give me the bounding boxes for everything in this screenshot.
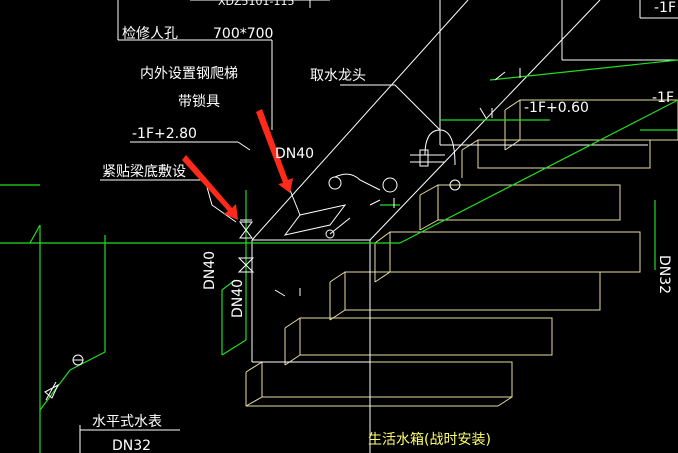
valve-riser[interactable]: [237, 219, 255, 273]
red-arrow-lower: [182, 155, 238, 220]
label-manhole-size: 700*700: [213, 26, 273, 42]
gate-valves[interactable]: [274, 68, 521, 297]
text-labels: XDZ5101-115 检修人孔 700*700 内外设置钢爬梯 带锁具 -1F…: [92, 0, 676, 453]
label-meter-dn: DN32: [112, 438, 151, 453]
piping: [0, 59, 678, 453]
label-top-right-partial: -1F: [654, 0, 676, 16]
label-pipe-dn40-c: DN40: [230, 279, 246, 318]
label-elev-left: -1F+2.80: [132, 126, 197, 142]
label-ladder-line1: 内外设置钢爬梯: [140, 66, 238, 82]
label-faucet: 取水龙头: [310, 68, 366, 84]
label-beam-bottom: 紧贴梁底敷设: [102, 164, 186, 180]
label-top-partial: XDZ5101-115: [218, 0, 295, 8]
faucet[interactable]: [325, 129, 461, 239]
leader-lines: [79, 0, 441, 453]
label-manhole: 检修人孔: [122, 26, 178, 42]
water-meter[interactable]: [44, 354, 84, 401]
red-arrow-upper: [256, 109, 293, 193]
label-tank: 生活水箱(战时安装): [368, 432, 491, 448]
label-right-edge-dn: DN32: [656, 255, 672, 294]
label-elev-right: -1F+0.60: [524, 100, 589, 116]
label-elev-far-right: -1F: [652, 90, 674, 106]
label-ladder-line2: 带锁具: [178, 94, 220, 110]
label-water-meter: 水平式水表: [92, 414, 162, 430]
label-pipe-dn40-a: DN40: [275, 146, 314, 162]
label-pipe-dn40-b: DN40: [202, 251, 218, 290]
